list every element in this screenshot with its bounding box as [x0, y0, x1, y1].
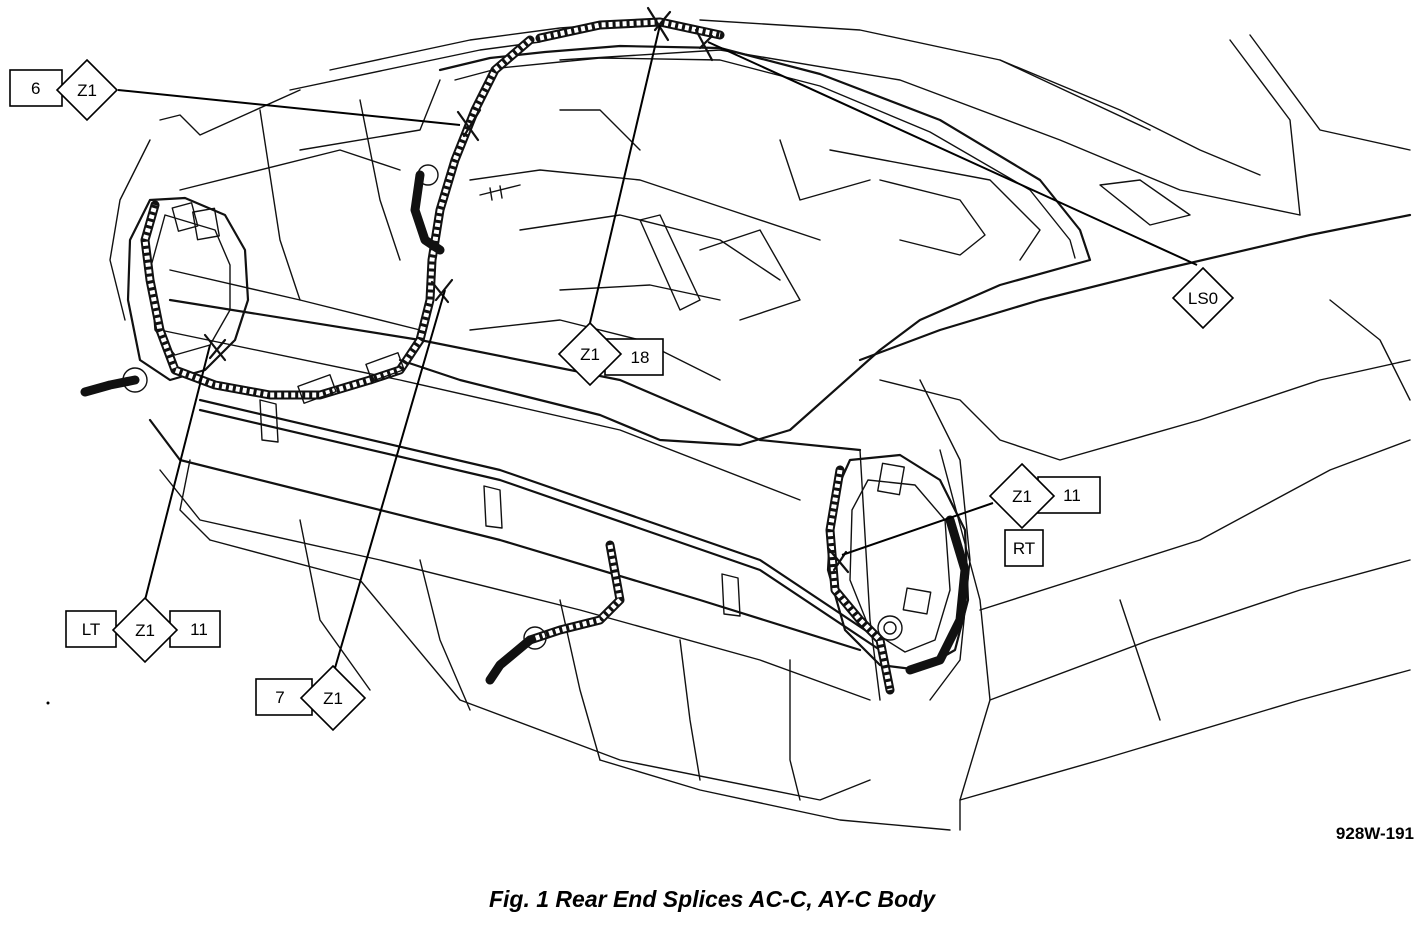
stray-dot: [46, 701, 50, 705]
callout-rt-side: RT: [1013, 539, 1035, 558]
wiring-harness: [80, 17, 970, 695]
callout-7-number: 7: [275, 688, 284, 707]
callout-18-code: Z1: [580, 345, 600, 364]
callout-lt-z1-11: LT 11 Z1: [65, 596, 221, 664]
callout-18-number: 18: [631, 348, 650, 367]
figure-caption: Fig. 1 Rear End Splices AC-C, AY-C Body: [488, 886, 935, 912]
callout-lt-side: LT: [82, 620, 101, 639]
left-tail-lamp: [122, 196, 250, 393]
figure-id: 928W-191: [1335, 824, 1414, 843]
callout-lt-number: 11: [190, 620, 208, 639]
callout-7-z1: 7 Z1: [255, 664, 367, 732]
callout-lt-code: Z1: [135, 621, 155, 640]
callout-rt-code: Z1: [1012, 487, 1032, 506]
callout-7-code: Z1: [323, 689, 343, 708]
callout-z1-18: 18 Z1: [557, 321, 664, 387]
callout-6-z1: 6 Z1: [9, 58, 119, 122]
splice-marks: [203, 6, 850, 574]
car-body: [109, 19, 1412, 831]
callout-6-code: Z1: [77, 81, 97, 100]
leader-lines: [117, 24, 1198, 669]
callout-rt-number: 11: [1063, 486, 1081, 505]
callout-ls0: LS0: [1171, 266, 1235, 330]
callout-ls0-code: LS0: [1188, 289, 1218, 308]
callout-6-number: 6: [31, 79, 40, 98]
callout-rt-z1-11: 11 RT Z1: [988, 462, 1101, 567]
